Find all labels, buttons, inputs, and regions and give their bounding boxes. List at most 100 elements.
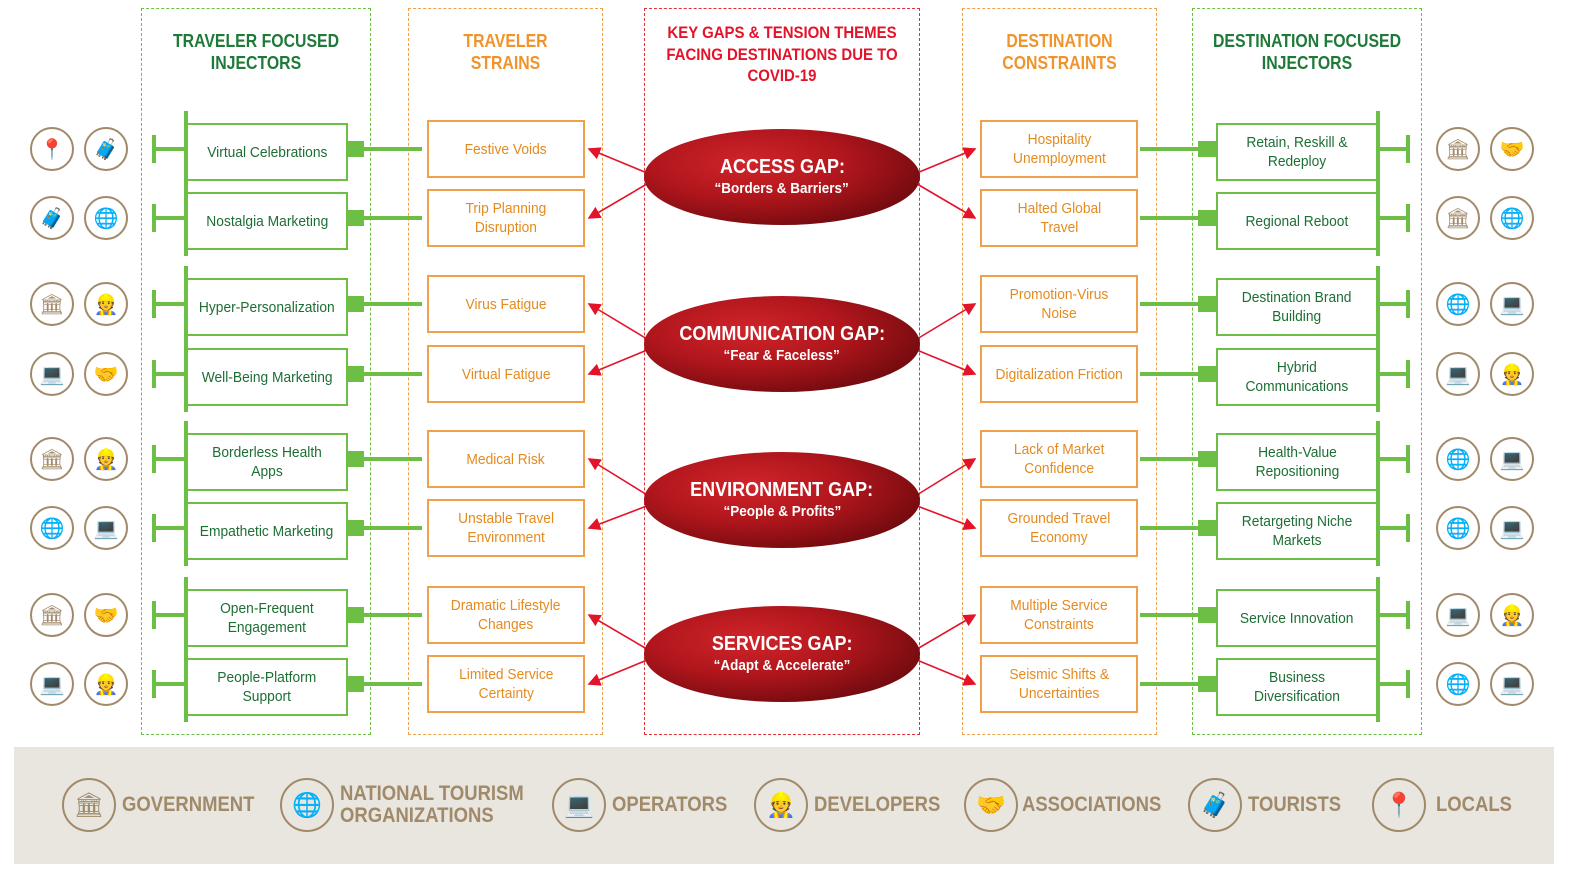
- legend-label-tourists: TOURISTS: [1248, 794, 1341, 816]
- injector-left-rod: [156, 216, 186, 220]
- legend-label-line: LOCALS: [1436, 793, 1512, 816]
- operators-icon: 💻: [84, 506, 128, 550]
- injector-left-rod: [156, 682, 186, 686]
- nto-icon: 🌐: [280, 778, 334, 832]
- destination-injector-box-label: Service Innovation: [1240, 609, 1354, 627]
- legend-label-line: TOURISTS: [1248, 793, 1342, 816]
- government-icon: 🏛: [30, 282, 74, 326]
- injector-left-tip: [346, 676, 364, 692]
- government-icon: 🏛: [30, 593, 74, 637]
- injector-right-needle: [1140, 682, 1200, 686]
- traveler-strain-box-label: Virtual Fatigue: [461, 365, 551, 383]
- injector-left-needle: [362, 682, 422, 686]
- traveler-injector-box: Borderless Health Apps: [186, 433, 348, 491]
- operators-icon: 💻: [1490, 662, 1534, 706]
- destination-constraint-box-label: Economy: [1030, 529, 1088, 546]
- gap-subtitle: “Adapt & Accelerate”: [713, 657, 851, 674]
- traveler-strain-box-label: Unstable Travel: [458, 510, 554, 527]
- traveler-injector-box: Hyper-Personalization: [186, 278, 348, 336]
- traveler-strain-box-label: Certainty: [478, 685, 534, 702]
- destination-injector-box-label: Hybrid: [1277, 359, 1317, 376]
- injector-left-end: [152, 360, 156, 388]
- injector-right-end: [1406, 445, 1410, 473]
- injector-right-needle: [1140, 613, 1200, 617]
- injector-right-rod: [1378, 682, 1408, 686]
- injector-right-tip: [1198, 676, 1216, 692]
- operators-icon: 💻: [1436, 352, 1480, 396]
- government-icon: 🏛: [1436, 127, 1480, 171]
- traveler-injector-box-label: Empathetic Marketing: [200, 522, 334, 540]
- injector-left-tip: [346, 210, 364, 226]
- gap-ellipse: SERVICES GAP: “Adapt & Accelerate”: [644, 606, 920, 702]
- legend-label-developers: DEVELOPERS: [814, 794, 940, 816]
- injector-right-needle: [1140, 147, 1200, 151]
- injector-left-rod: [156, 372, 186, 376]
- destination-constraint-box-label: Grounded Travel: [1007, 510, 1111, 527]
- injector-left-rod: [156, 526, 186, 530]
- traveler-injector-box: Well-Being Marketing: [186, 348, 348, 406]
- destination-constraint-box-label: Seismic Shifts &: [1009, 666, 1109, 683]
- nto-icon: 🌐: [1436, 282, 1480, 326]
- operators-icon: 💻: [1436, 593, 1480, 637]
- destination-constraint-box-label: Multiple Service: [1010, 597, 1108, 614]
- injector-right-tip: [1198, 451, 1216, 467]
- government-icon: 🏛: [30, 437, 74, 481]
- traveler-injector-box: Nostalgia Marketing: [186, 192, 348, 250]
- traveler-strain-box: Festive Voids: [427, 120, 585, 178]
- operators-icon: 💻: [1490, 506, 1534, 550]
- traveler-injector-box-label: Engagement: [227, 619, 307, 636]
- injector-right-end: [1406, 204, 1410, 232]
- associations-icon: 🤝: [84, 593, 128, 637]
- destination-injector-box-label: Regional Reboot: [1245, 212, 1349, 230]
- injector-left-tip: [346, 607, 364, 623]
- injector-left-needle: [362, 613, 422, 617]
- developers-icon: 👷: [754, 778, 808, 832]
- nto-icon: 🌐: [1436, 506, 1480, 550]
- traveler-strain-box-label: Limited Service: [458, 666, 554, 683]
- injector-left-rod: [156, 613, 186, 617]
- nto-icon: 🌐: [1436, 662, 1480, 706]
- tourists-icon: 🧳: [84, 127, 128, 171]
- injector-left-needle: [362, 372, 422, 376]
- destination-constraint-box-label: Travel: [1040, 219, 1078, 236]
- injector-right-rod: [1378, 372, 1408, 376]
- injector-left-needle: [362, 526, 422, 530]
- destination-injector-box: Regional Reboot: [1216, 192, 1378, 250]
- injector-left-needle: [362, 302, 422, 306]
- traveler-injector-box-label: Nostalgia Marketing: [206, 212, 328, 230]
- traveler-strain-box: Virtual Fatigue: [427, 345, 585, 403]
- traveler-strain-box-label: Dramatic Lifestyle: [451, 597, 561, 614]
- destination-constraint-box-label: Hospitality: [1027, 131, 1091, 148]
- injector-right-tip: [1198, 366, 1216, 382]
- traveler-strain-box-label: Festive Voids: [464, 140, 548, 158]
- operators-icon: 💻: [30, 662, 74, 706]
- legend-label-line: DEVELOPERS: [814, 793, 941, 816]
- destination-injector-box: Retain, Reskill &Redeploy: [1216, 123, 1378, 181]
- injector-right-needle: [1140, 526, 1200, 530]
- traveler-injector-box-label: Open-Frequent: [220, 600, 314, 617]
- gap-title: COMMUNICATION GAP:: [679, 323, 885, 345]
- injector-left-tip: [346, 296, 364, 312]
- destination-injector-box-label: Repositioning: [1255, 463, 1339, 480]
- tourists-icon: 🧳: [1188, 778, 1242, 832]
- gap-title: SERVICES GAP:: [711, 633, 853, 655]
- legend-label-associations: ASSOCIATIONS: [1022, 794, 1161, 816]
- developers-icon: 👷: [1490, 352, 1534, 396]
- injector-left-tip: [346, 451, 364, 467]
- injector-left-rod: [156, 457, 186, 461]
- developers-icon: 👷: [84, 437, 128, 481]
- gap-ellipse: ENVIRONMENT GAP:“People & Profits”: [644, 452, 920, 548]
- injector-left-tip: [346, 366, 364, 382]
- destination-injector-box-label: Retain, Reskill &: [1246, 134, 1348, 151]
- developers-icon: 👷: [84, 662, 128, 706]
